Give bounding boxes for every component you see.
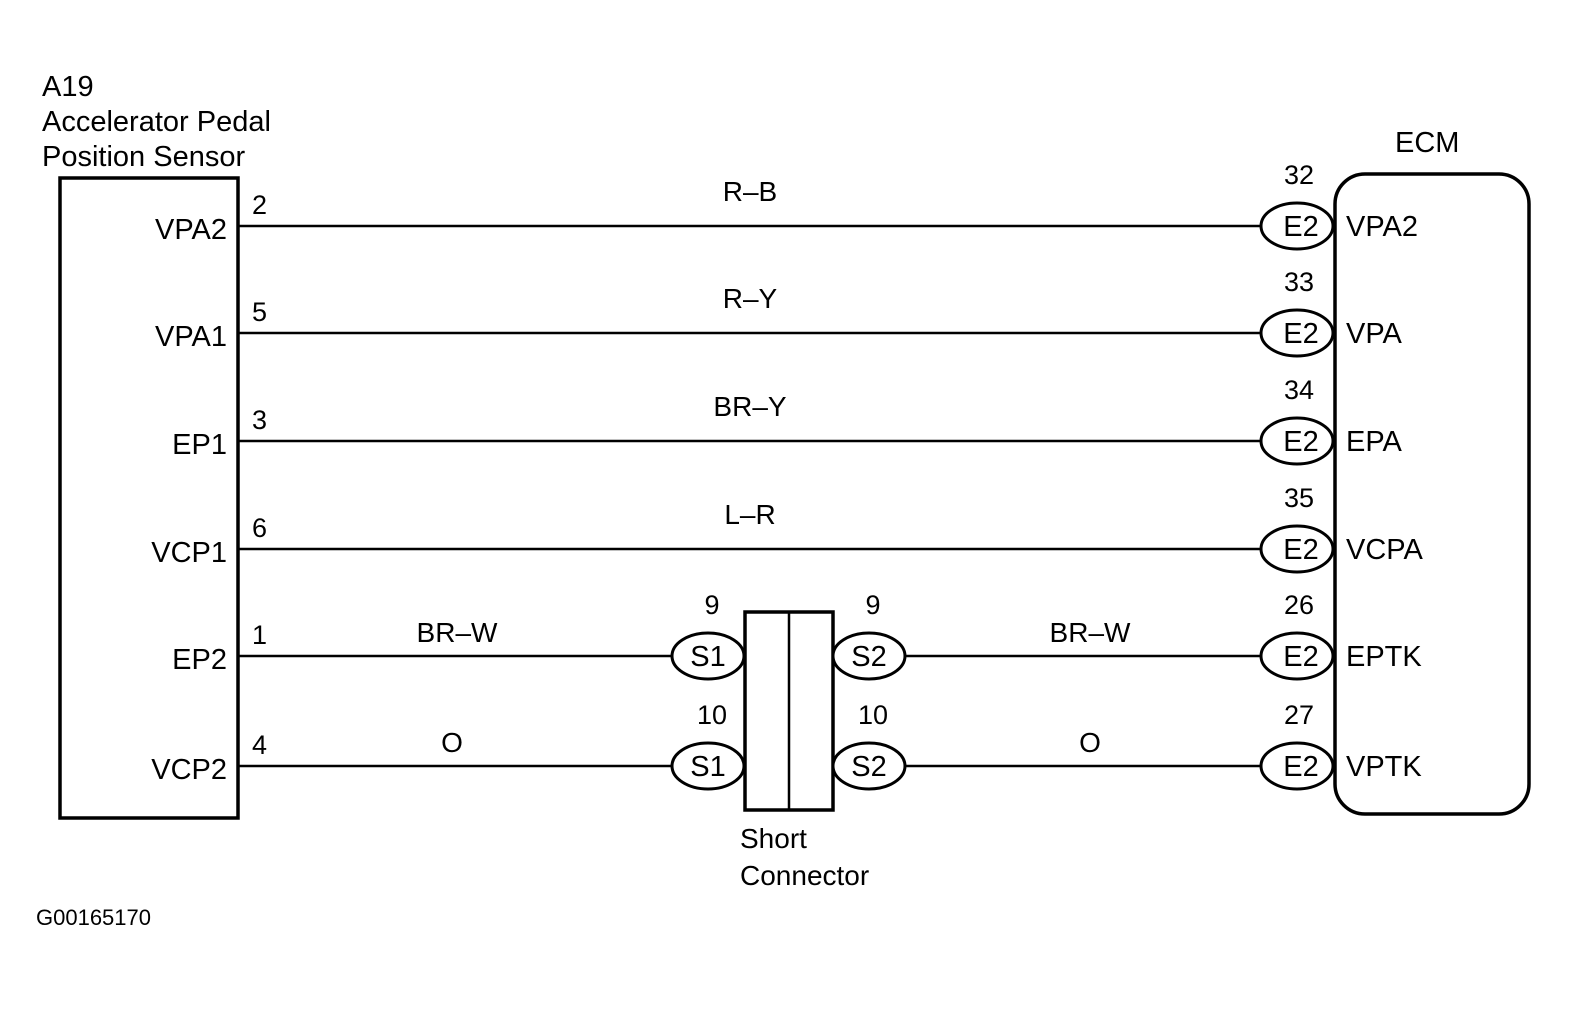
- ecm-connector-oval: [1259, 631, 1335, 681]
- wire-color-label: R–B: [723, 176, 777, 207]
- ecm-connector-label: E2: [1283, 318, 1318, 350]
- short-connector-label-line2: Connector: [740, 860, 869, 891]
- ecm-pin-number: 34: [1284, 375, 1314, 405]
- connector-s1-oval: [670, 741, 746, 791]
- ecm-connector-label: E2: [1283, 426, 1318, 458]
- ecm-title: ECM: [1395, 127, 1459, 159]
- ecm-pin-name: EPA: [1346, 426, 1403, 458]
- wire-color-label: BR–W: [417, 617, 498, 648]
- ecm-connector-oval: [1259, 201, 1335, 251]
- ecm-pin-number: 35: [1284, 483, 1314, 513]
- figure-id: G00165170: [36, 905, 151, 930]
- connector-s1-pin: 10: [697, 700, 727, 730]
- sensor-pin-name: EP2: [172, 644, 227, 676]
- ecm-pin-number: 27: [1284, 700, 1314, 730]
- wire-color-label: BR–W: [1050, 617, 1131, 648]
- connector-s1-oval: [670, 631, 746, 681]
- ecm-connector-label: E2: [1283, 751, 1318, 783]
- wire-color-label: O: [441, 727, 463, 758]
- ecm-connector-oval: [1259, 308, 1335, 358]
- short-connector-label-line1: Short: [740, 823, 807, 854]
- wire-color-label: O: [1079, 727, 1101, 758]
- ecm-box: [1333, 172, 1531, 816]
- short-connector: [743, 610, 835, 812]
- ecm-connector-label: E2: [1283, 211, 1318, 243]
- wire-color-label: R–Y: [723, 283, 778, 314]
- ecm-pin-name: EPTK: [1346, 641, 1422, 673]
- ecm-pin-name: VPA: [1346, 318, 1403, 350]
- ecm-connector-oval: [1259, 416, 1335, 466]
- sensor-pin-name: VCP1: [151, 537, 227, 569]
- ecm-pin-name: VPTK: [1346, 751, 1422, 783]
- sensor-pin-number: 4: [252, 730, 267, 760]
- sensor-pin-name: EP1: [172, 429, 227, 461]
- sensor-pin-number: 6: [252, 513, 267, 543]
- ecm-pin-name: VPA2: [1346, 211, 1418, 243]
- ecm-pin-number: 33: [1284, 267, 1314, 297]
- sensor-box: [58, 176, 240, 820]
- sensor-pin-number: 5: [252, 297, 267, 327]
- connector-s2-label: S2: [851, 751, 886, 783]
- connector-s2-pin: 9: [865, 590, 880, 620]
- connector-s2-label: S2: [851, 641, 886, 673]
- sensor-name-line2: Position Sensor: [42, 141, 245, 173]
- sensor-pin-number: 3: [252, 405, 267, 435]
- ecm-pin-number: 32: [1284, 160, 1314, 190]
- sensor-pin-name: VPA2: [155, 214, 227, 246]
- ecm-pin-name: VCPA: [1346, 534, 1423, 566]
- ecm-pin-number: 26: [1284, 590, 1314, 620]
- wire-color-label: L–R: [724, 499, 775, 530]
- connector-s1-label: S1: [690, 751, 725, 783]
- ecm-connector-oval: [1259, 524, 1335, 574]
- sensor-id: A19: [42, 71, 94, 103]
- ecm-connector-oval: [1259, 741, 1335, 791]
- ecm-connector-label: E2: [1283, 641, 1318, 673]
- sensor-pin-number: 2: [252, 190, 267, 220]
- sensor-pin-name: VPA1: [155, 321, 227, 353]
- connector-s1-pin: 9: [704, 590, 719, 620]
- connector-s2-pin: 10: [858, 700, 888, 730]
- sensor-pin-name: VCP2: [151, 754, 227, 786]
- sensor-pin-number: 1: [252, 620, 267, 650]
- sensor-name-line1: Accelerator Pedal: [42, 106, 271, 138]
- connector-s1-label: S1: [690, 641, 725, 673]
- ecm-connector-label: E2: [1283, 534, 1318, 566]
- wire-color-label: BR–Y: [713, 391, 786, 422]
